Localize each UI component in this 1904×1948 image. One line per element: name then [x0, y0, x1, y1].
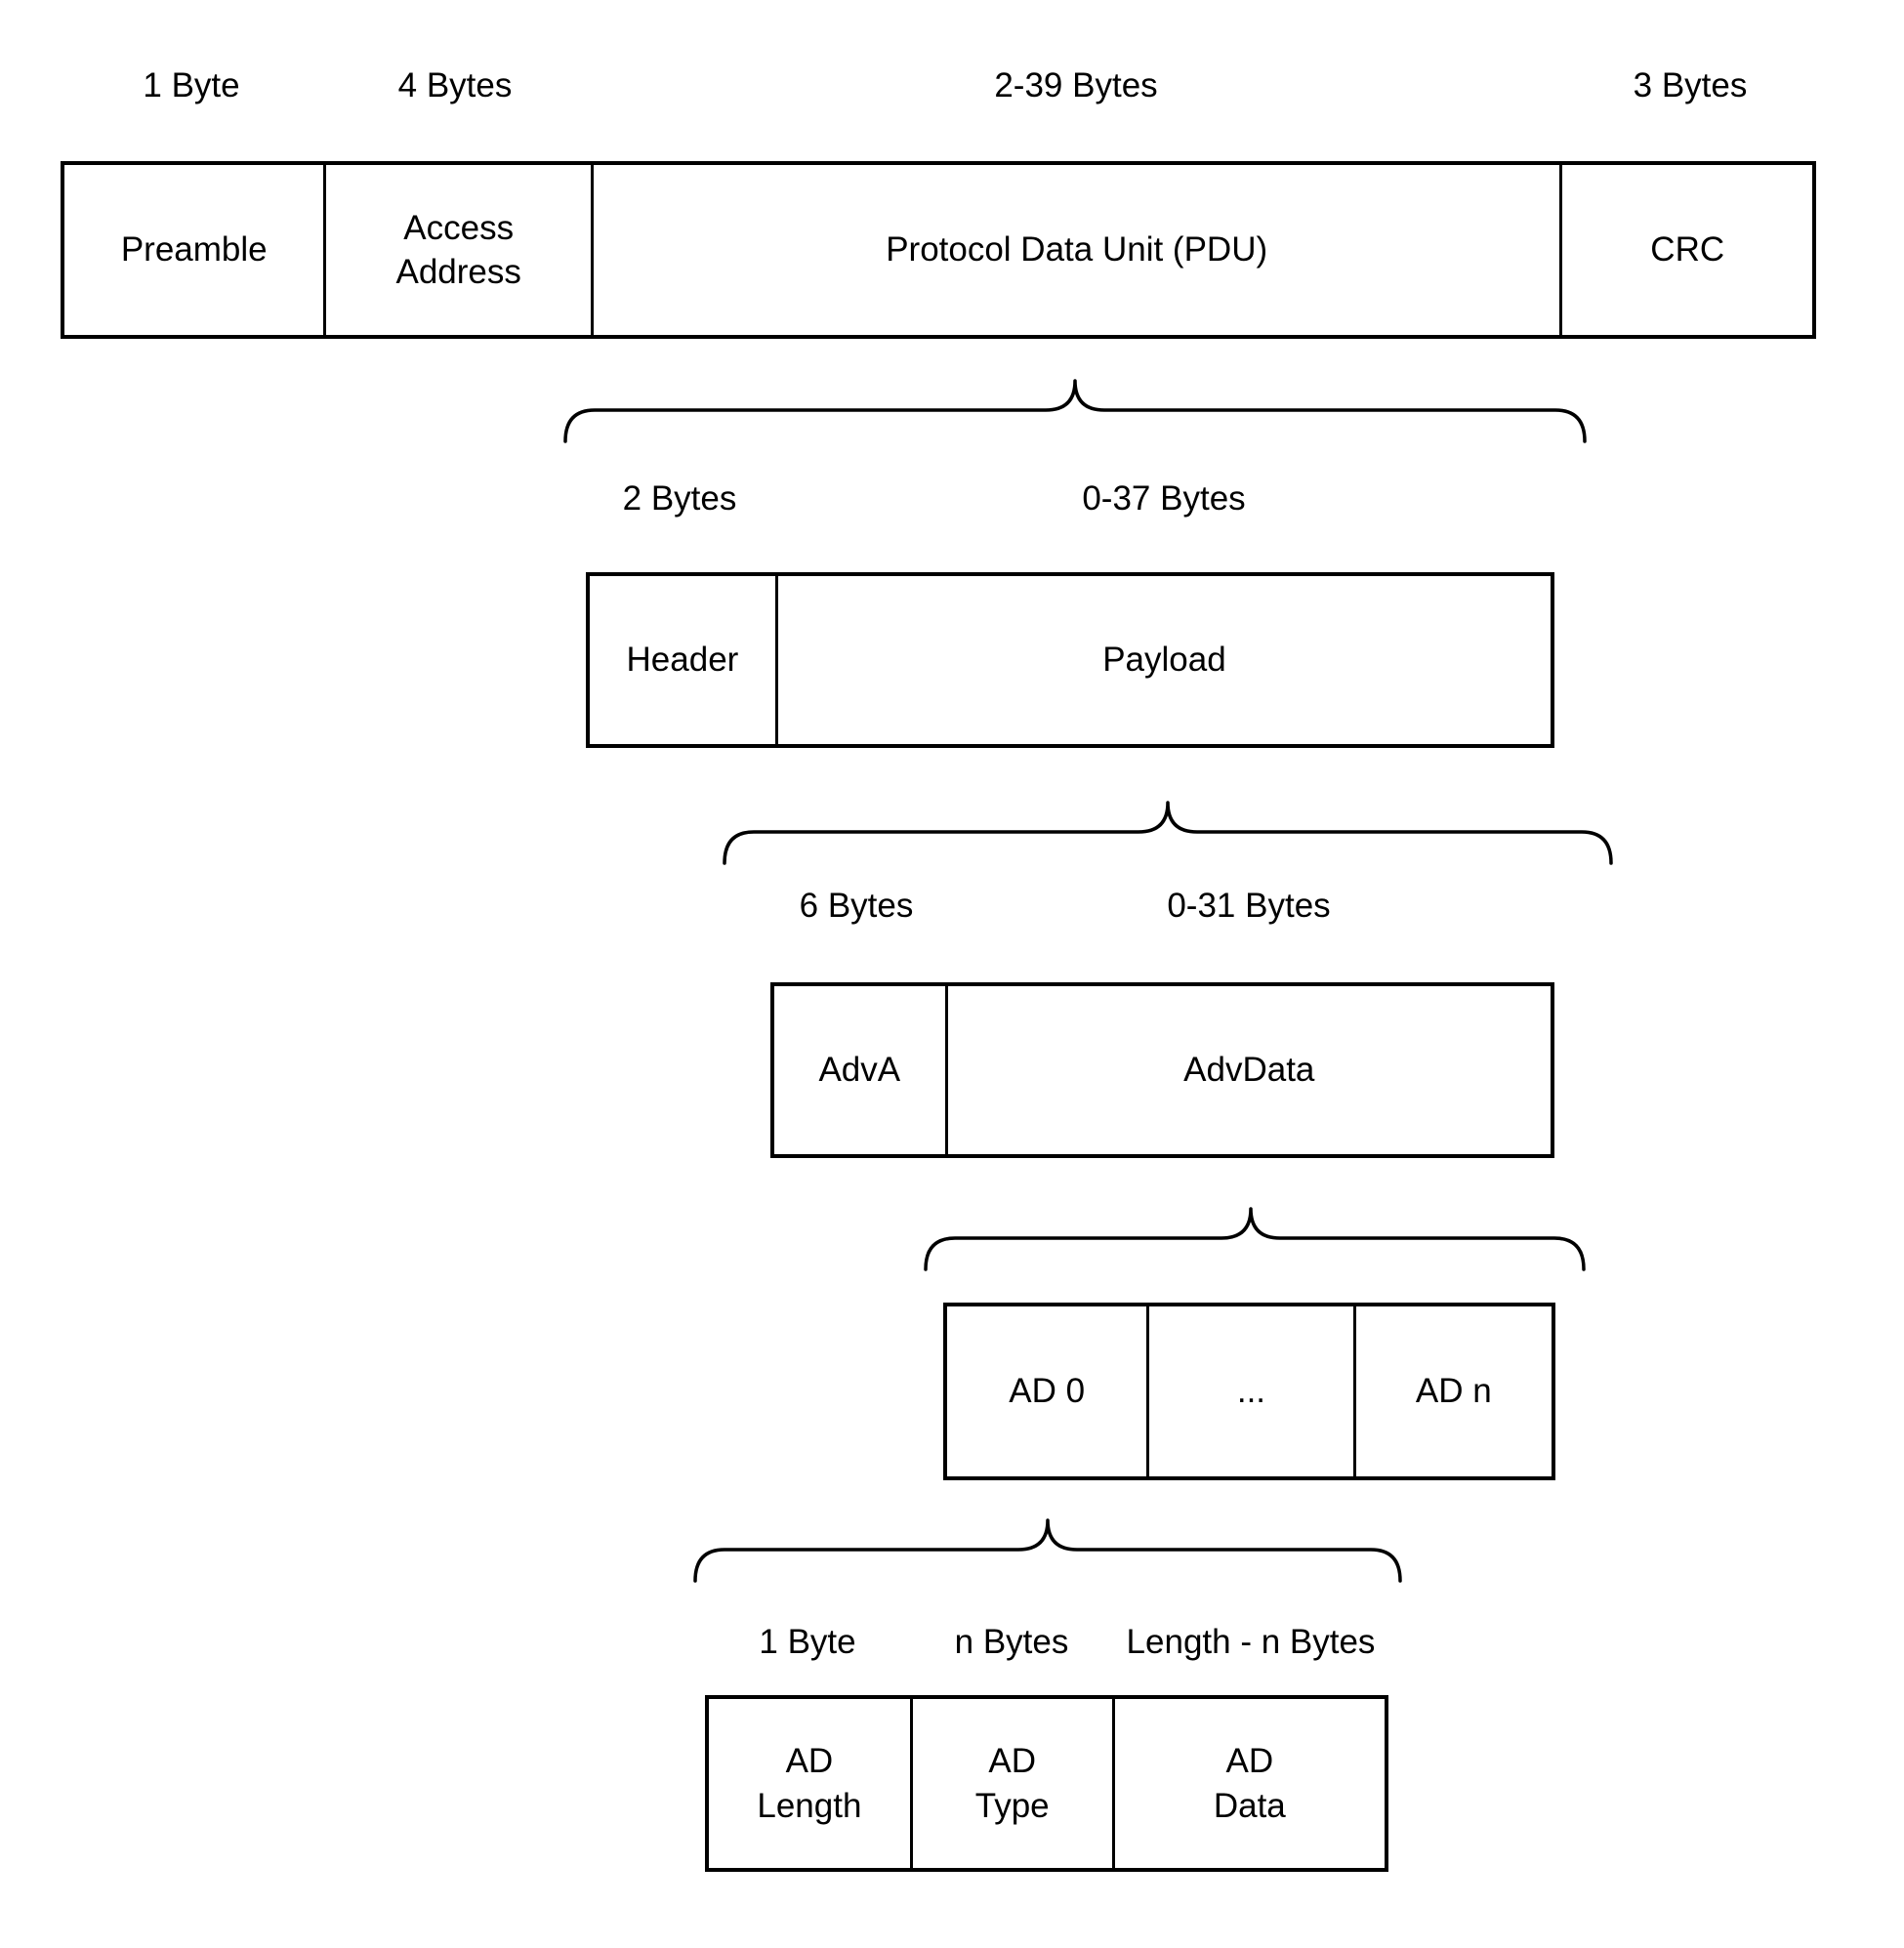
pdu-box: Header Payload: [586, 572, 1554, 748]
cell-preamble: Preamble: [120, 230, 268, 269]
brace-pdu-expansion: [563, 379, 1587, 443]
cell-access-address: Access Address: [323, 165, 590, 335]
size-label-crc: 3 Bytes: [1633, 66, 1748, 104]
cell-ad0: AD 0: [1009, 1372, 1086, 1411]
cell-crc: CRC: [1559, 165, 1812, 335]
cell-payload: Payload: [774, 576, 1551, 744]
brace-advdata-expansion: [924, 1207, 1586, 1271]
size-label-adva: 6 Bytes: [799, 887, 914, 925]
cell-adn: AD n: [1352, 1306, 1552, 1476]
cell-ad-data: AD Data: [1111, 1699, 1385, 1868]
cell-adva: AdvA: [818, 1051, 901, 1090]
size-label-ad-data: Length - n Bytes: [1126, 1623, 1376, 1661]
cell-ad-type: AD Type: [909, 1699, 1112, 1868]
size-label-preamble: 1 Byte: [143, 66, 240, 104]
size-label-payload: 0-37 Bytes: [1082, 479, 1246, 518]
cell-advdata: AdvData: [944, 986, 1551, 1154]
size-label-ad-length: 1 Byte: [759, 1623, 856, 1661]
size-label-header: 2 Bytes: [622, 479, 737, 518]
ad-structure-box: AD Length AD Type AD Data: [705, 1695, 1388, 1872]
cell-header: Header: [626, 641, 739, 680]
size-label-ad-type: n Bytes: [954, 1623, 1069, 1661]
brace-ad0-expansion: [693, 1518, 1402, 1583]
cell-ad-ellipsis: ...: [1146, 1306, 1352, 1476]
advdata-box: AD 0 ... AD n: [943, 1303, 1555, 1480]
packet-box: Preamble Access Address Protocol Data Un…: [61, 161, 1816, 339]
brace-payload-expansion: [723, 801, 1613, 865]
size-label-pdu: 2-39 Bytes: [994, 66, 1158, 104]
size-label-access-address: 4 Bytes: [397, 66, 513, 104]
size-label-advdata: 0-31 Bytes: [1167, 887, 1331, 925]
cell-pdu: Protocol Data Unit (PDU): [590, 165, 1560, 335]
cell-ad-length: AD Length: [757, 1742, 862, 1825]
payload-box: AdvA AdvData: [770, 982, 1554, 1158]
